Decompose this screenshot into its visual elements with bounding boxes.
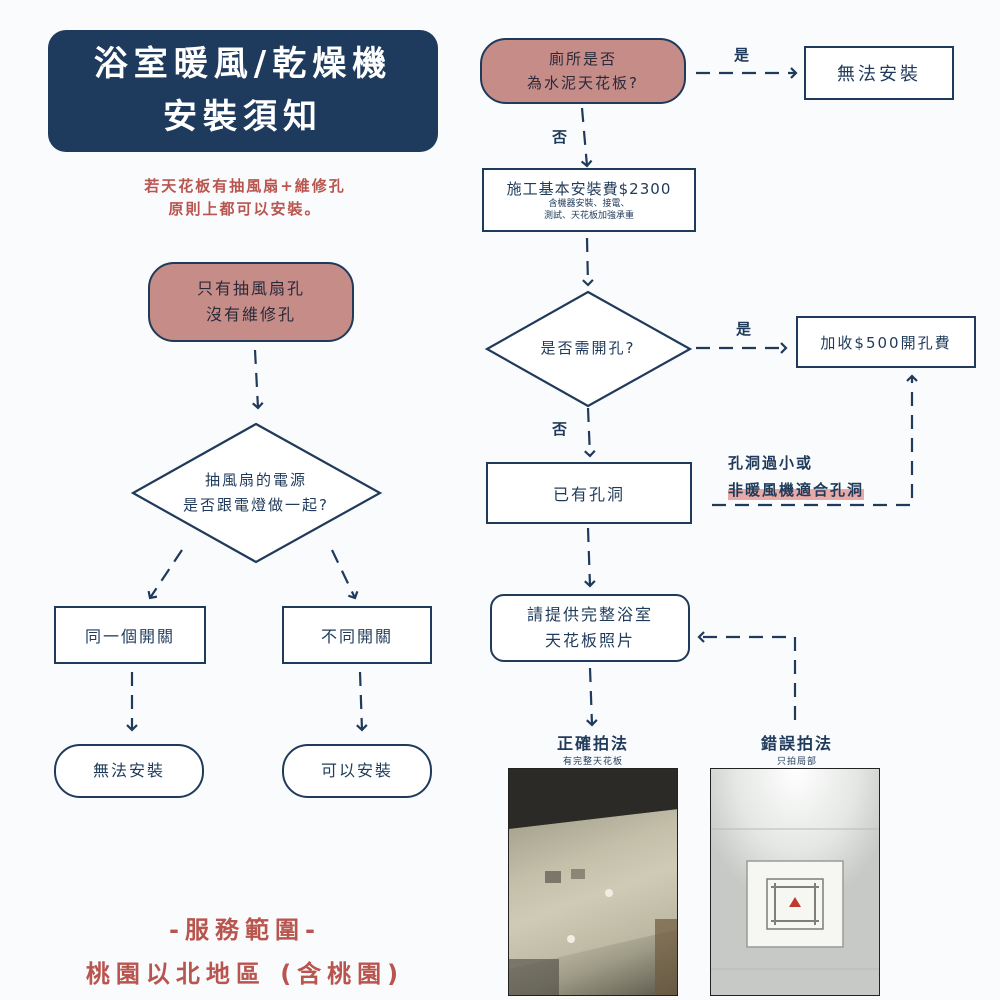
arrow-start-to-decision [252, 349, 264, 410]
arrow-different-to-can [356, 671, 368, 732]
can-install-label: 可以安裝 [320, 761, 393, 781]
wrong-title: 錯誤拍法 [760, 734, 833, 753]
right-cannot-install-node: 無法安裝 [804, 46, 954, 100]
right-start-line-2: 為水泥天花板? [527, 74, 639, 92]
base-fee-title: 施工基本安裝費$2300 [506, 179, 672, 198]
decision-hole-text: 是否需開孔? [508, 334, 668, 364]
title-line-2: 安裝須知 [163, 97, 323, 137]
left-start-line-2: 沒有維修孔 [205, 305, 296, 324]
install-note: 若天花板有抽風扇+維修孔 原則上都可以安裝。 [50, 175, 440, 220]
left-start-node: 只有抽風扇孔 沒有維修孔 [148, 262, 354, 342]
small-hole-note: 孔洞過小或 非暖風機適合孔洞 [728, 450, 865, 504]
base-fee-detail-1: 含機器安裝、接電、 [548, 198, 630, 209]
wrong-ceiling-photo [710, 768, 880, 996]
arrow-photo-to-correct [586, 667, 598, 727]
correct-caption: 正確拍法 有完整天花板 [528, 730, 658, 767]
existing-hole-label: 已有孔洞 [552, 485, 625, 504]
service-title: -服務範圍- [169, 916, 321, 944]
left-start-line-1: 只有抽風扇孔 [196, 279, 305, 299]
small-hole-note-line-2: 非暖風機適合孔洞 [728, 477, 865, 504]
different-switch-node: 不同開關 [282, 606, 432, 664]
wrong-caption: 錯誤拍法 只拍局部 [732, 730, 862, 767]
arrow-base-fee-to-decision [582, 237, 594, 287]
right-start-node: 廁所是否 為水泥天花板? [480, 38, 686, 104]
page-title: 浴室暖風/乾燥機 安裝須知 [48, 30, 438, 152]
correct-title: 正確拍法 [556, 734, 629, 753]
decision-diamond-power [130, 422, 383, 564]
yes-label-ceiling: 是 [734, 46, 750, 64]
same-switch-label: 同一個開關 [84, 627, 175, 646]
small-hole-note-line-1: 孔洞過小或 [728, 454, 814, 472]
arrow-decision-to-same [147, 549, 183, 600]
no-label-hole: 否 [552, 420, 568, 438]
note-line-2: 原則上都可以安裝。 [168, 199, 322, 218]
yes-label-hole: 是 [736, 320, 752, 338]
decision-power-text: 抽風扇的電源 是否跟電燈做一起? [156, 458, 356, 528]
correct-photo-illustration [509, 769, 677, 995]
different-switch-label: 不同開關 [320, 627, 393, 646]
left-cannot-install-node: 無法安裝 [54, 744, 204, 798]
arrow-existing-to-photo [584, 527, 596, 588]
hole-fee-node: 加收$500開孔費 [796, 316, 976, 368]
base-fee-detail-2: 測試、天花板加強承重 [543, 210, 634, 221]
right-start-line-1: 廁所是否 [548, 50, 617, 68]
base-fee-node: 施工基本安裝費$2300 含機器安裝、接電、 測試、天花板加強承重 [482, 168, 696, 232]
right-cannot-install-label: 無法安裝 [837, 64, 921, 85]
wrong-sub: 只拍局部 [776, 757, 817, 767]
decision-power-line-2: 是否跟電燈做一起? [183, 496, 329, 514]
decision-diamond-hole [484, 290, 693, 408]
service-area: 桃園以北地區 (含桃園) [85, 960, 405, 988]
existing-hole-node: 已有孔洞 [486, 462, 692, 524]
note-line-1: 若天花板有抽風扇+維修孔 [144, 177, 346, 195]
arrow-wrong-to-photo [697, 631, 797, 720]
can-install-node: 可以安裝 [282, 744, 432, 798]
photo-request-line-1: 請提供完整浴室 [526, 605, 653, 625]
arrow-no-to-existing [584, 407, 596, 458]
left-cannot-install-label: 無法安裝 [92, 761, 165, 781]
arrow-no-to-base-fee [580, 107, 593, 168]
title-line-1: 浴室暖風/乾燥機 [93, 44, 393, 85]
correct-sub: 有完整天花板 [562, 757, 623, 767]
hole-fee-label: 加收$500開孔費 [820, 333, 952, 352]
correct-ceiling-photo [508, 768, 678, 996]
no-label-ceiling: 否 [552, 128, 568, 146]
photo-request-node: 請提供完整浴室 天花板照片 [490, 594, 690, 662]
arrow-decision-to-different [331, 549, 359, 600]
decision-power-line-1: 抽風扇的電源 [204, 470, 307, 489]
arrow-existing-to-hole-fee [712, 374, 918, 507]
photo-request-line-2: 天花板照片 [544, 631, 635, 650]
same-switch-node: 同一個開關 [54, 606, 206, 664]
decision-hole-label: 是否需開孔? [540, 339, 636, 358]
wrong-photo-illustration [711, 769, 879, 995]
